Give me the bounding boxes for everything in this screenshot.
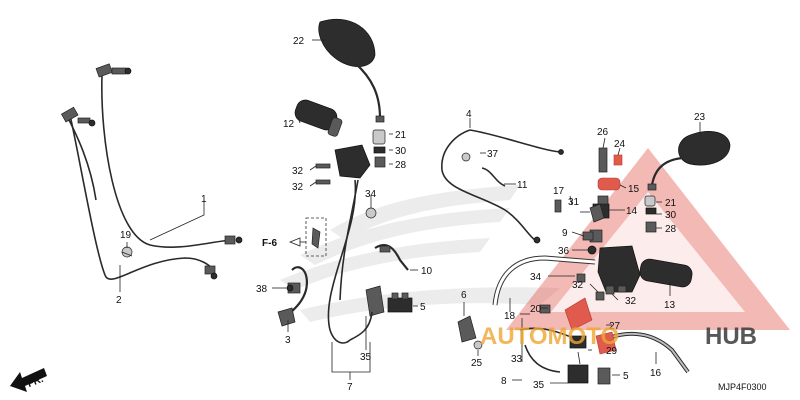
- callout-15: 15: [628, 184, 640, 195]
- callout-32-c: 32: [572, 280, 584, 291]
- callout-5-right: 5: [623, 371, 629, 382]
- right-lower-cluster: [457, 297, 611, 385]
- brake-master-hardware: [597, 147, 623, 205]
- watermark-triangle: [506, 148, 790, 330]
- callout-13: 13: [664, 300, 676, 311]
- stop-switch-left: [349, 285, 385, 341]
- callout-12: 12: [283, 119, 295, 130]
- callout-34-left: 34: [365, 189, 377, 200]
- clutch-cable: [441, 129, 564, 244]
- callout-2: 2: [116, 295, 122, 306]
- left-mirror: [318, 18, 385, 123]
- callout-21-right: 21: [665, 198, 677, 209]
- watermark-text: AUTOMOTO HUB: [480, 323, 757, 350]
- callout-8: 8: [501, 376, 507, 387]
- ref-label-f6: F-6: [262, 238, 277, 249]
- callout-29: 29: [606, 346, 618, 357]
- right-mirror: [647, 131, 731, 191]
- left-mirror-hardware: [372, 129, 386, 168]
- left-switch-housing: [315, 144, 377, 344]
- front-brake-lever: [595, 331, 690, 374]
- callout-32-d: 32: [625, 296, 637, 307]
- callout-26: 26: [597, 127, 609, 138]
- callout-1: 1: [201, 194, 207, 205]
- callout-24: 24: [614, 139, 626, 150]
- right-mirror-hardware: [644, 195, 657, 233]
- callout-37: 37: [487, 149, 499, 160]
- callout-38: 38: [256, 284, 268, 295]
- watermark-word-1: AUTOMOTO: [480, 323, 619, 350]
- callout-35-left: 35: [360, 352, 372, 363]
- callout-11: 11: [517, 180, 528, 191]
- callout-27: 27: [609, 321, 621, 332]
- callout-9: 9: [562, 228, 568, 239]
- callout-36: 36: [558, 246, 570, 257]
- callout-7: 7: [347, 382, 353, 393]
- callout-30-left: 30: [395, 146, 407, 157]
- diagram-code: MJP4F0300: [718, 382, 767, 392]
- callout-6: 6: [461, 290, 467, 301]
- callout-20: 20: [530, 304, 542, 315]
- callout-14: 14: [626, 206, 638, 217]
- callout-23: 23: [694, 112, 706, 123]
- callout-19: 19: [120, 230, 132, 241]
- callout-18: 18: [504, 311, 516, 322]
- callout-30-right: 30: [665, 210, 677, 221]
- throttle-cable-assembly: [60, 63, 243, 280]
- right-handlebar-assembly: [492, 199, 693, 306]
- callout-34-right: 34: [530, 272, 542, 283]
- callout-32-b: 32: [292, 182, 304, 193]
- callout-22: 22: [293, 36, 305, 47]
- left-grip: [294, 99, 343, 137]
- harness-bracket: [374, 244, 409, 271]
- callout-28-right: 28: [665, 224, 677, 235]
- left-switch-block: [387, 292, 413, 313]
- leader-lines: [119, 39, 701, 384]
- callout-32-a: 32: [292, 166, 304, 177]
- callout-labels: 1 2 19 22 12 4 37 11 21 30 28 32 32 34 F…: [26, 36, 767, 393]
- callout-3: 3: [285, 335, 291, 346]
- callout-35-right: 35: [533, 380, 545, 391]
- callout-16: 16: [650, 368, 662, 379]
- callout-10: 10: [421, 266, 433, 277]
- ref-bracket: [288, 217, 327, 257]
- callout-31: 31: [568, 197, 580, 208]
- watermark-word-2: HUB: [705, 323, 757, 350]
- callout-21-left: 21: [395, 130, 407, 141]
- callout-17: 17: [553, 186, 565, 197]
- callout-28-left: 28: [395, 160, 407, 171]
- callout-5-left: 5: [420, 302, 426, 313]
- callout-4: 4: [466, 109, 472, 120]
- callout-33: 33: [511, 354, 523, 365]
- callout-25: 25: [471, 358, 483, 369]
- clutch-lever-left: [277, 266, 308, 327]
- front-arrow: [10, 368, 47, 392]
